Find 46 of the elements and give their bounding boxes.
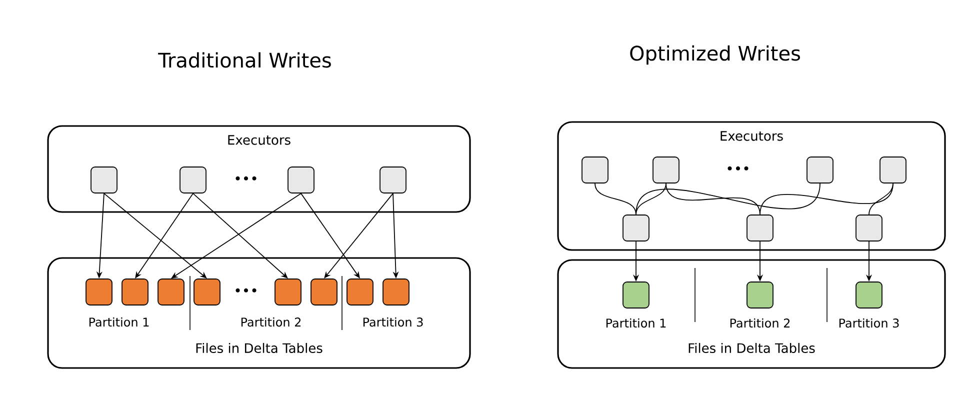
panel [557,259,946,369]
panel-title: Executors [228,135,290,145]
process-box [746,214,774,242]
partition-label: Partition 2 [241,317,301,327]
process-box [880,156,906,184]
process-box [86,278,112,306]
partition-label: Partition 3 [363,317,423,327]
ellipsis: ••• [728,166,748,170]
partition-label: Partition 1 [606,318,666,328]
partition-label: Partition 1 [89,317,149,327]
process-box [288,166,314,194]
panel [47,257,471,369]
panel [557,121,946,251]
panel-title: Executors [720,131,783,141]
title: Traditional Writes [158,52,331,68]
process-box [652,156,680,184]
process-box [194,278,220,306]
process-box [158,278,184,306]
process-box [122,278,148,306]
process-box [806,156,834,184]
partition-label: Partition 2 [730,318,790,328]
process-box [856,282,882,308]
process-box [380,166,406,194]
process-box [382,278,410,306]
partition-label: Partition 3 [839,318,899,328]
process-box [310,278,338,306]
connector-line [868,183,894,215]
title: Optimized Writes [630,45,800,65]
process-box [274,278,302,306]
process-box [622,282,650,308]
connector-line [636,183,820,215]
process-box [180,166,206,194]
connector-line [594,183,636,215]
process-box [582,156,608,184]
process-box [856,214,882,242]
process-box [746,282,774,308]
process-box [346,278,374,306]
process-box [90,166,118,194]
connector-line [636,183,666,215]
panel-title: Files in Delta Tables [688,342,815,354]
process-box [622,214,650,242]
connector-line [760,183,894,215]
ellipsis: ••• [236,176,256,180]
panel-title: Files in Delta Tables [196,342,322,354]
panel [47,125,471,213]
ellipsis: ••• [236,288,256,292]
